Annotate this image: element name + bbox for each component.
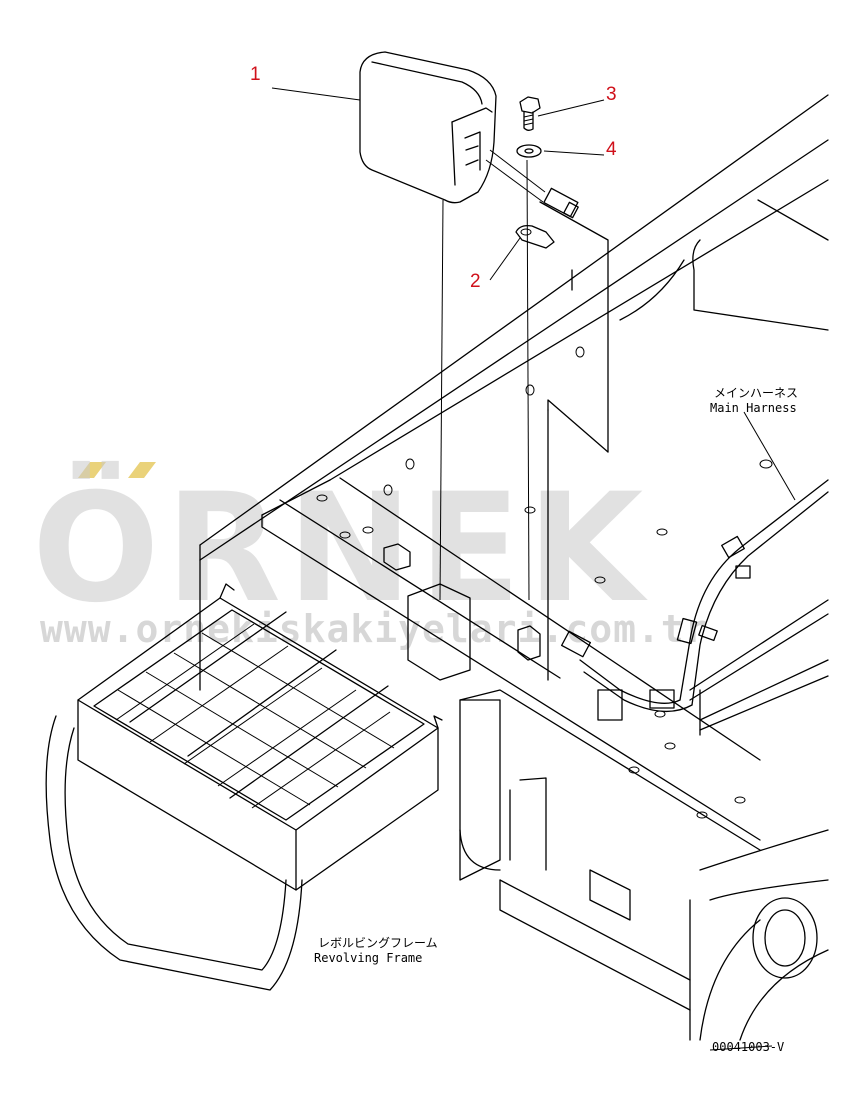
grating-step xyxy=(45,583,443,991)
install-guide-lines xyxy=(439,159,530,601)
watermark-accent-left xyxy=(78,462,106,478)
watermark-url-text: www.ornekiskakiyelari.com.tr xyxy=(40,607,709,651)
callout-leaders xyxy=(271,87,796,1051)
watermark: ÖRNEK www.ornekiskakiyelari.com.tr xyxy=(32,460,709,651)
washer-part-4 xyxy=(516,144,542,158)
drawing-code: 00041003-V xyxy=(712,1040,785,1054)
bolt-part-3 xyxy=(519,96,541,131)
watermark-main-text: ÖRNEK xyxy=(32,460,649,636)
callout-3: 3 xyxy=(606,84,617,105)
watermark-accent-right xyxy=(128,462,156,478)
main-harness-label-jp: メインハーネス xyxy=(714,386,799,400)
work-lamp xyxy=(359,51,579,219)
revolving-frame-label-en: Revolving Frame xyxy=(314,951,423,965)
callout-4: 4 xyxy=(606,139,617,160)
callout-1: 1 xyxy=(250,64,261,85)
main-harness-label-en: Main Harness xyxy=(710,401,797,415)
callout-2: 2 xyxy=(470,271,481,292)
main-harness xyxy=(560,479,829,736)
revolving-frame-body xyxy=(199,94,829,1041)
bracket-part-2 xyxy=(515,224,555,249)
revolving-frame-label-jp: レボルビングフレーム xyxy=(318,936,438,950)
